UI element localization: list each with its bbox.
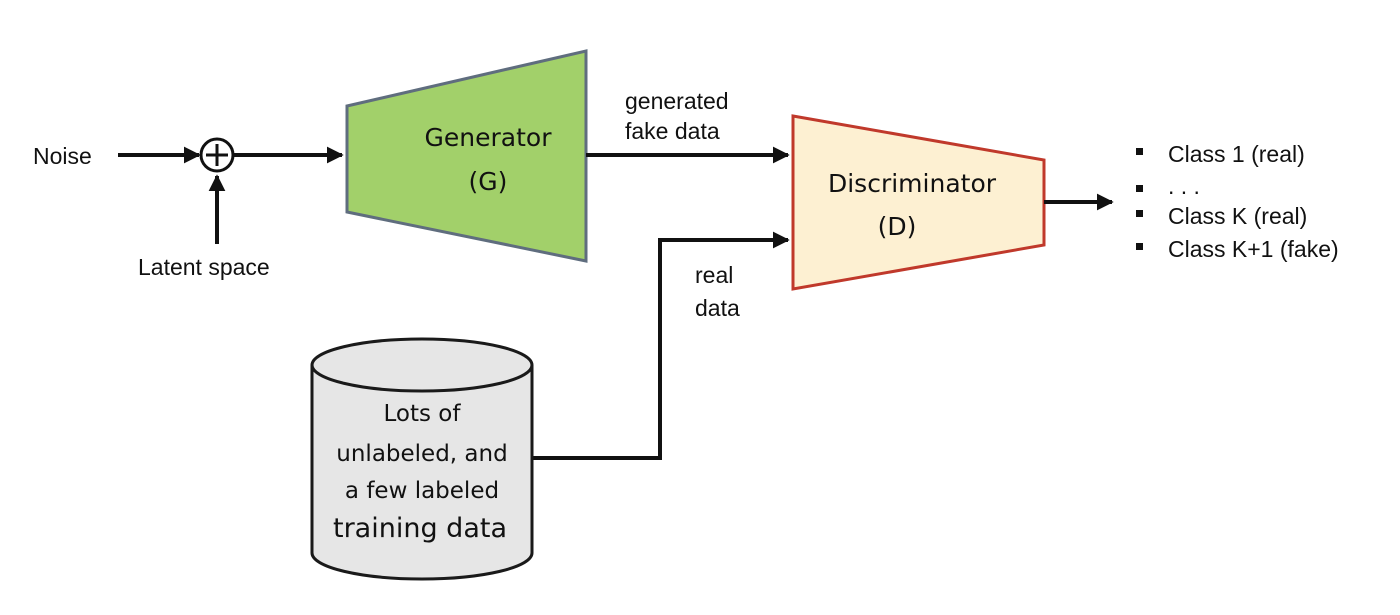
database-line-2: unlabeled, and [336,441,507,467]
training-data-database [310,337,534,581]
database-line-1: Lots of [384,401,462,427]
output-class-item: Class K (real) [1168,203,1307,229]
list-bullet [1136,148,1143,155]
database-line-4: training data [333,513,507,544]
fake-data-label-line-1: generated [625,88,729,114]
discriminator-symbol: (D) [878,212,917,241]
database-line-3: a few labeled [345,478,499,504]
latent-space-label: Latent space [138,254,270,280]
discriminator-block [791,114,1046,291]
real-data-arrow [533,231,790,460]
output-class-item: Class K+1 (fake) [1168,236,1339,262]
list-bullet [1136,243,1143,250]
output-class-item: Class 1 (real) [1168,141,1305,167]
real-data-label-line-2: data [695,295,740,321]
output-class-list: Class 1 (real) . . . Class K (real) Clas… [1136,141,1339,262]
output-class-item: . . . [1168,173,1200,199]
list-bullet [1136,210,1143,217]
discriminator-title: Discriminator [828,169,997,198]
real-data-label-line-1: real [695,262,733,288]
fake-data-label-line-2: fake data [625,118,720,144]
noise-label: Noise [33,143,92,169]
list-bullet [1136,185,1143,192]
generator-symbol: (G) [469,167,508,196]
generator-block [345,49,588,263]
generator-title: Generator [425,123,553,152]
sum-node [199,137,235,173]
